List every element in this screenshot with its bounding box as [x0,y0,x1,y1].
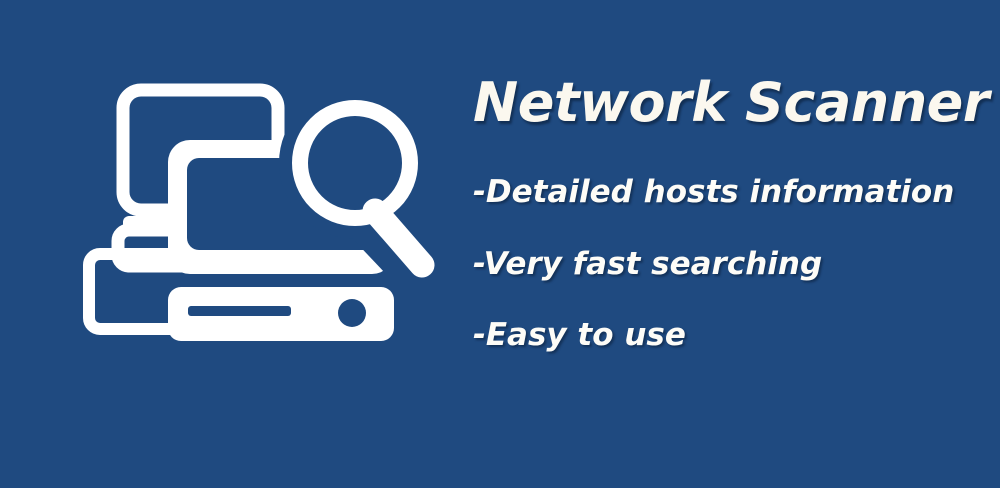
magnifier-handle [362,198,435,278]
feature-item-very-fast-searching: -Very fast searching [473,246,823,282]
magnifier-ring [292,100,418,226]
feature-item-detailed-hosts-information: -Detailed hosts information [473,174,955,210]
text-column: Network Scanner -Detailed hosts informat… [473,71,989,353]
feature-item-easy-to-use: -Easy to use [473,317,686,353]
network-scanner-icon [70,68,445,380]
feature-list: -Detailed hosts information -Very fast s… [473,175,973,352]
network-link-bracket [83,248,186,335]
server-slot-line [188,306,291,316]
server-power-dot [338,299,366,327]
front-monitor-screen [187,158,375,250]
network-scanner-illustration [83,83,435,341]
front-monitor [168,140,394,274]
magnifier-icon [292,100,435,278]
server-base-unit [168,287,394,341]
page-title: Network Scanner [473,71,989,134]
